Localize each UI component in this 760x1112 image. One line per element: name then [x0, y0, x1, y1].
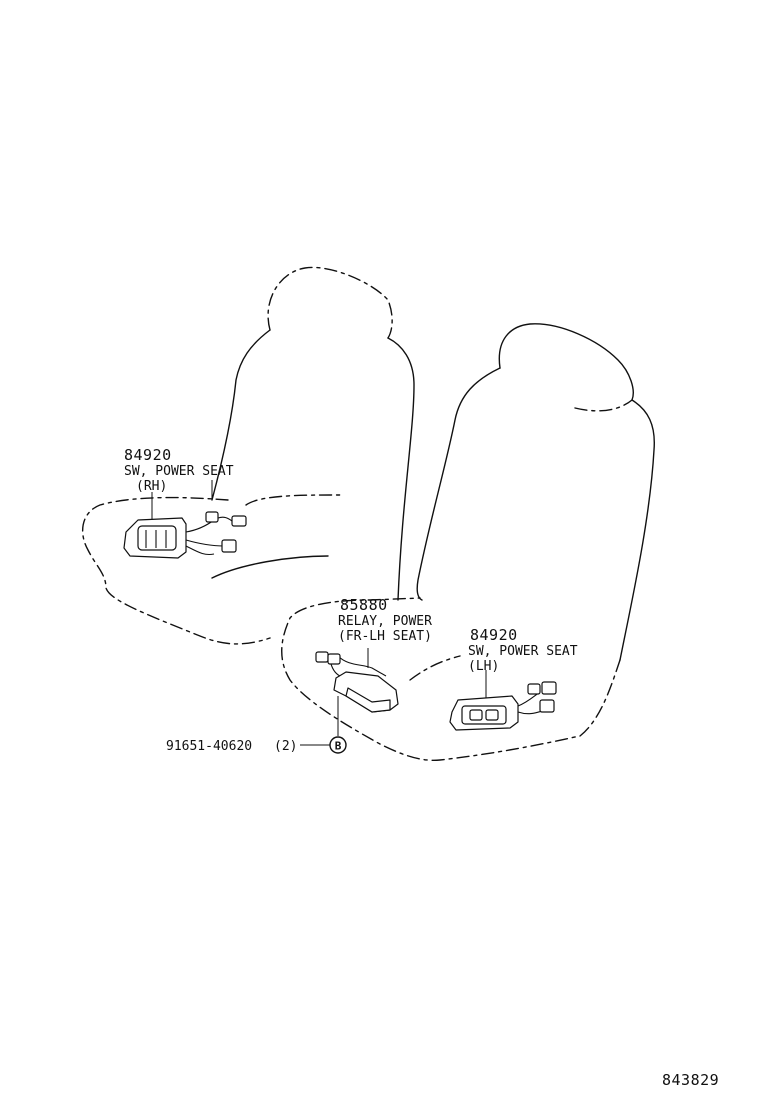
- power-seat-relay: [315, 651, 399, 713]
- part-side-lh-switch: (LH): [468, 659, 499, 674]
- part-side-rh-switch: (RH): [136, 479, 167, 494]
- part-number-lh-switch: 84920: [470, 626, 518, 644]
- part-number-rh-switch: 84920: [124, 446, 172, 464]
- fastener-symbol: B: [335, 740, 342, 753]
- fastener-qty: (2): [274, 739, 297, 754]
- figure-id: 843829: [662, 1071, 719, 1089]
- part-name-lh-switch: SW, POWER SEAT: [468, 644, 578, 659]
- part-side-relay: (FR-LH SEAT): [338, 629, 432, 644]
- part-number-relay: 85880: [340, 596, 388, 614]
- fastener-part-number: 91651-40620: [166, 739, 252, 754]
- seat-lh-outline: [281, 323, 655, 762]
- part-name-rh-switch: SW, POWER SEAT: [124, 464, 234, 479]
- part-name-relay: RELAY, POWER: [338, 614, 432, 629]
- power-seat-switch-lh: [449, 681, 557, 731]
- seat-rh-outline: [81, 266, 415, 645]
- power-seat-switch-rh: [123, 511, 247, 559]
- fastener-b-icon: [329, 736, 347, 754]
